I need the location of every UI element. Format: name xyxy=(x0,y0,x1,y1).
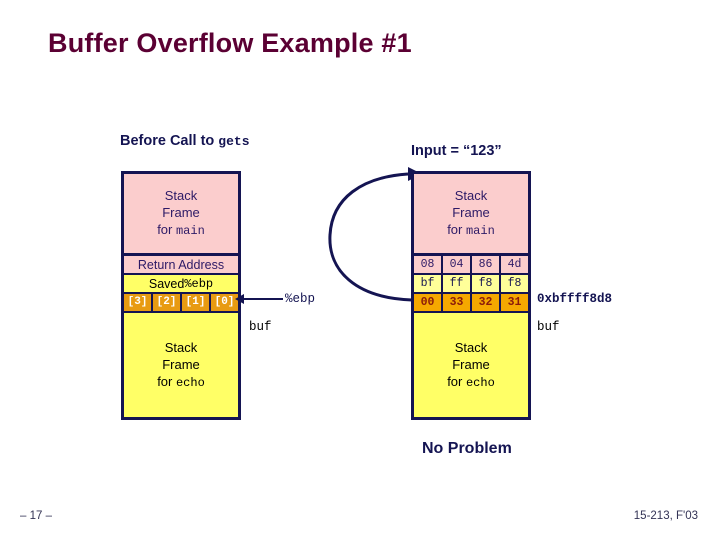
buf-byte-2: 32 xyxy=(472,294,501,311)
ebp-byte-1: ff xyxy=(443,275,472,292)
footer-page-number: – 17 – xyxy=(20,510,52,522)
left-buf-cell-3: [3] xyxy=(124,294,153,311)
left-echo-line3: for echo xyxy=(157,373,205,392)
left-saved-ebp-code: %ebp xyxy=(184,276,214,291)
left-echo-line3-prefix: for xyxy=(157,373,176,389)
right-column-heading: Input = “123” xyxy=(411,143,502,159)
left-buf-label: buf xyxy=(249,320,272,334)
left-heading-code: gets xyxy=(218,134,250,149)
ret-byte-2: 86 xyxy=(472,256,501,273)
stack-diagram-after: Stack Frame for main 08 04 86 4d bf ff f… xyxy=(411,171,531,420)
left-return-address-row: Return Address xyxy=(124,256,238,275)
right-stack-frame-echo: Stack Frame for echo xyxy=(414,313,528,417)
buf-byte-1: 33 xyxy=(443,294,472,311)
right-buf-label: buf xyxy=(537,320,560,334)
stack-diagram-before: Stack Frame for main Return Address Save… xyxy=(121,171,241,420)
slide-caption: No Problem xyxy=(422,440,512,457)
ebp-byte-2: f8 xyxy=(472,275,501,292)
ebp-byte-0: bf xyxy=(414,275,443,292)
left-main-line3: for main xyxy=(157,221,205,240)
left-main-line3-prefix: for xyxy=(157,222,176,237)
left-buf-cell-0: [0] xyxy=(211,294,238,311)
ret-byte-1: 04 xyxy=(443,256,472,273)
stack-left-inner: Stack Frame for main Return Address Save… xyxy=(124,174,238,417)
ret-byte-3: 4d xyxy=(501,256,528,273)
left-saved-ebp-prefix: Saved xyxy=(148,276,185,291)
left-echo-line1: Stack xyxy=(164,339,198,355)
right-main-line3-prefix: for xyxy=(447,222,466,237)
left-heading-prefix: Before Call to xyxy=(120,133,219,149)
right-echo-line3-code: echo xyxy=(465,375,495,390)
right-echo-line2: Frame xyxy=(452,356,490,372)
page-title: Buffer Overflow Example #1 xyxy=(48,28,412,58)
left-buf-cell-1: [1] xyxy=(182,294,211,311)
left-main-line3-code: main xyxy=(175,224,205,238)
right-echo-line3: for echo xyxy=(447,373,495,392)
ebp-byte-3: f8 xyxy=(501,275,528,292)
right-main-line3-code: main xyxy=(465,224,495,238)
footer-course-label: 15-213, F'03 xyxy=(633,510,698,522)
right-buffer-bytes-row: 00 33 32 31 xyxy=(414,294,528,313)
right-return-address-bytes-row: 08 04 86 4d xyxy=(414,256,528,275)
right-stack-frame-main: Stack Frame for main xyxy=(414,174,528,256)
right-echo-line1: Stack xyxy=(454,339,488,355)
buf-byte-0: 00 xyxy=(414,294,443,311)
left-column-heading: Before Call to gets xyxy=(120,133,250,149)
left-saved-ebp-row: Saved %ebp xyxy=(124,275,238,294)
right-main-line3: for main xyxy=(447,221,495,240)
left-main-line2: Frame xyxy=(162,205,200,220)
buf-byte-3: 31 xyxy=(501,294,528,311)
ret-byte-0: 08 xyxy=(414,256,443,273)
left-buffer-row: [3] [2] [1] [0] xyxy=(124,294,238,313)
overflow-flow-arrow-icon xyxy=(328,167,422,302)
left-ebp-label: %ebp xyxy=(285,292,316,306)
right-echo-line3-prefix: for xyxy=(447,373,466,389)
right-address-label: 0xbffff8d8 xyxy=(537,292,613,306)
left-echo-line3-code: echo xyxy=(175,375,205,390)
stack-right-inner: Stack Frame for main 08 04 86 4d bf ff f… xyxy=(414,174,528,417)
left-stack-frame-echo: Stack Frame for echo xyxy=(124,313,238,417)
right-main-line1: Stack xyxy=(454,188,488,203)
left-stack-frame-main: Stack Frame for main xyxy=(124,174,238,256)
left-main-line1: Stack xyxy=(164,188,198,203)
right-saved-ebp-bytes-row: bf ff f8 f8 xyxy=(414,275,528,294)
left-echo-line2: Frame xyxy=(162,356,200,372)
right-main-line2: Frame xyxy=(452,205,490,220)
ebp-pointer-arrow-icon xyxy=(235,294,283,304)
left-buf-cell-2: [2] xyxy=(153,294,182,311)
